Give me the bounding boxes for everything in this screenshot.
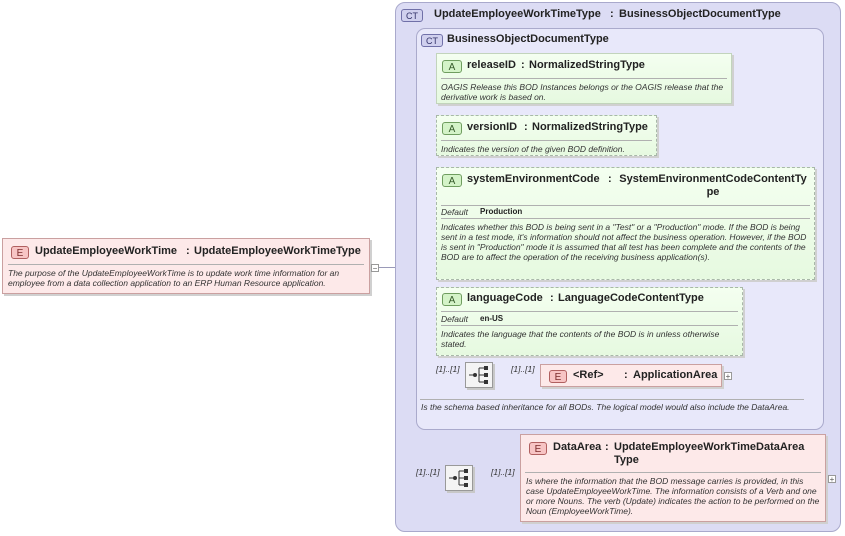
attribute-description: Indicates the language that the contents… — [441, 329, 720, 349]
attribute-systemenvironmentcode[interactable]: A systemEnvironmentCode : SystemEnvironm… — [436, 167, 815, 280]
attribute-name: versionID — [467, 121, 518, 133]
element-separator — [525, 472, 821, 473]
attribute-description: Indicates the version of the given BOD d… — [441, 144, 625, 154]
attribute-badge-icon: A — [442, 174, 462, 187]
dataelem-cardinality: [1]..[1] — [491, 467, 515, 477]
sequence-compositor-icon[interactable] — [445, 465, 473, 491]
attribute-type: LanguageCodeContentType — [558, 292, 704, 304]
element-colon: : — [605, 441, 609, 453]
attribute-name: systemEnvironmentCode — [467, 173, 600, 185]
appseq-cardinality: [1]..[1] — [436, 364, 460, 374]
application-area-element[interactable]: E <Ref> : ApplicationArea — [540, 364, 722, 387]
application-area-expand-button[interactable]: + — [724, 372, 732, 381]
attribute-default-value: en-US — [480, 314, 504, 323]
element-description: Is where the information that the BOD me… — [526, 476, 820, 516]
attribute-badge-icon: A — [442, 60, 462, 73]
element-name: <Ref> — [573, 369, 604, 381]
element-name: DataArea — [553, 441, 602, 453]
root-element-box[interactable]: E UpdateEmployeeWorkTime : UpdateEmploye… — [2, 238, 370, 294]
attribute-badge-icon: A — [442, 122, 462, 135]
attribute-type: SystemEnvironmentCodeContentTy pe — [619, 173, 807, 198]
attribute-description: Indicates whether this BOD is being sent… — [441, 222, 807, 262]
root-collapse-button[interactable]: − — [371, 264, 379, 273]
dataseq-cardinality: [1]..[1] — [416, 467, 440, 477]
root-colon: : — [186, 245, 190, 257]
attribute-colon: : — [524, 121, 528, 133]
base-type-badge-icon: CT — [421, 34, 443, 47]
root-element-name: UpdateEmployeeWorkTime — [35, 245, 178, 257]
attribute-languagecode[interactable]: A languageCode : LanguageCodeContentType… — [436, 287, 743, 356]
attribute-name: releaseID — [467, 59, 516, 71]
attribute-separator — [441, 205, 810, 206]
complex-type-name: UpdateEmployeeWorkTimeType — [434, 8, 601, 20]
attribute-badge-icon: A — [442, 293, 462, 306]
attribute-default-label: Default — [441, 314, 468, 324]
sequence-icon — [449, 469, 468, 487]
element-badge-icon: E — [549, 370, 567, 383]
element-type: UpdateEmployeeWorkTimeDataArea Type — [614, 441, 805, 466]
attribute-releaseid[interactable]: A releaseID : NormalizedStringType OAGIS… — [436, 53, 732, 104]
complex-type-colon: : — [610, 8, 614, 20]
attribute-separator — [441, 218, 810, 219]
attribute-type: NormalizedStringType — [529, 59, 645, 71]
complex-type-badge-icon: CT — [401, 9, 423, 22]
attribute-colon: : — [608, 173, 612, 185]
attribute-separator — [441, 140, 652, 141]
root-element-type: UpdateEmployeeWorkTimeType — [194, 245, 361, 257]
attribute-separator — [441, 311, 738, 312]
element-type: ApplicationArea — [633, 369, 718, 381]
attribute-name: languageCode — [467, 292, 543, 304]
connector-root-to-type — [378, 267, 405, 268]
attribute-separator — [441, 325, 738, 326]
attribute-type: NormalizedStringType — [532, 121, 648, 133]
root-separator — [8, 264, 364, 265]
root-description: The purpose of the UpdateEmployeeWorkTim… — [8, 268, 340, 288]
complex-type-base: BusinessObjectDocumentType — [619, 8, 781, 20]
attribute-colon: : — [550, 292, 554, 304]
element-badge-icon: E — [11, 246, 29, 259]
base-type-separator — [420, 399, 804, 400]
attribute-separator — [441, 78, 727, 79]
attribute-default-value: Production — [480, 207, 523, 216]
data-area-expand-button[interactable]: + — [828, 475, 836, 484]
base-type-description: Is the schema based inheritance for all … — [421, 402, 790, 412]
sequence-compositor-icon[interactable] — [465, 362, 493, 388]
data-area-element[interactable]: E DataArea : UpdateEmployeeWorkTimeDataA… — [520, 434, 826, 522]
attribute-colon: : — [521, 59, 525, 71]
base-type-name: BusinessObjectDocumentType — [447, 33, 609, 45]
attribute-default-label: Default — [441, 207, 468, 217]
attribute-description: OAGIS Release this BOD Instances belongs… — [441, 82, 724, 102]
appelem-cardinality: [1]..[1] — [511, 364, 535, 374]
attribute-versionid[interactable]: A versionID : NormalizedStringType Indic… — [436, 115, 657, 156]
element-colon: : — [624, 369, 628, 381]
sequence-icon — [469, 366, 488, 384]
element-badge-icon: E — [529, 442, 547, 455]
